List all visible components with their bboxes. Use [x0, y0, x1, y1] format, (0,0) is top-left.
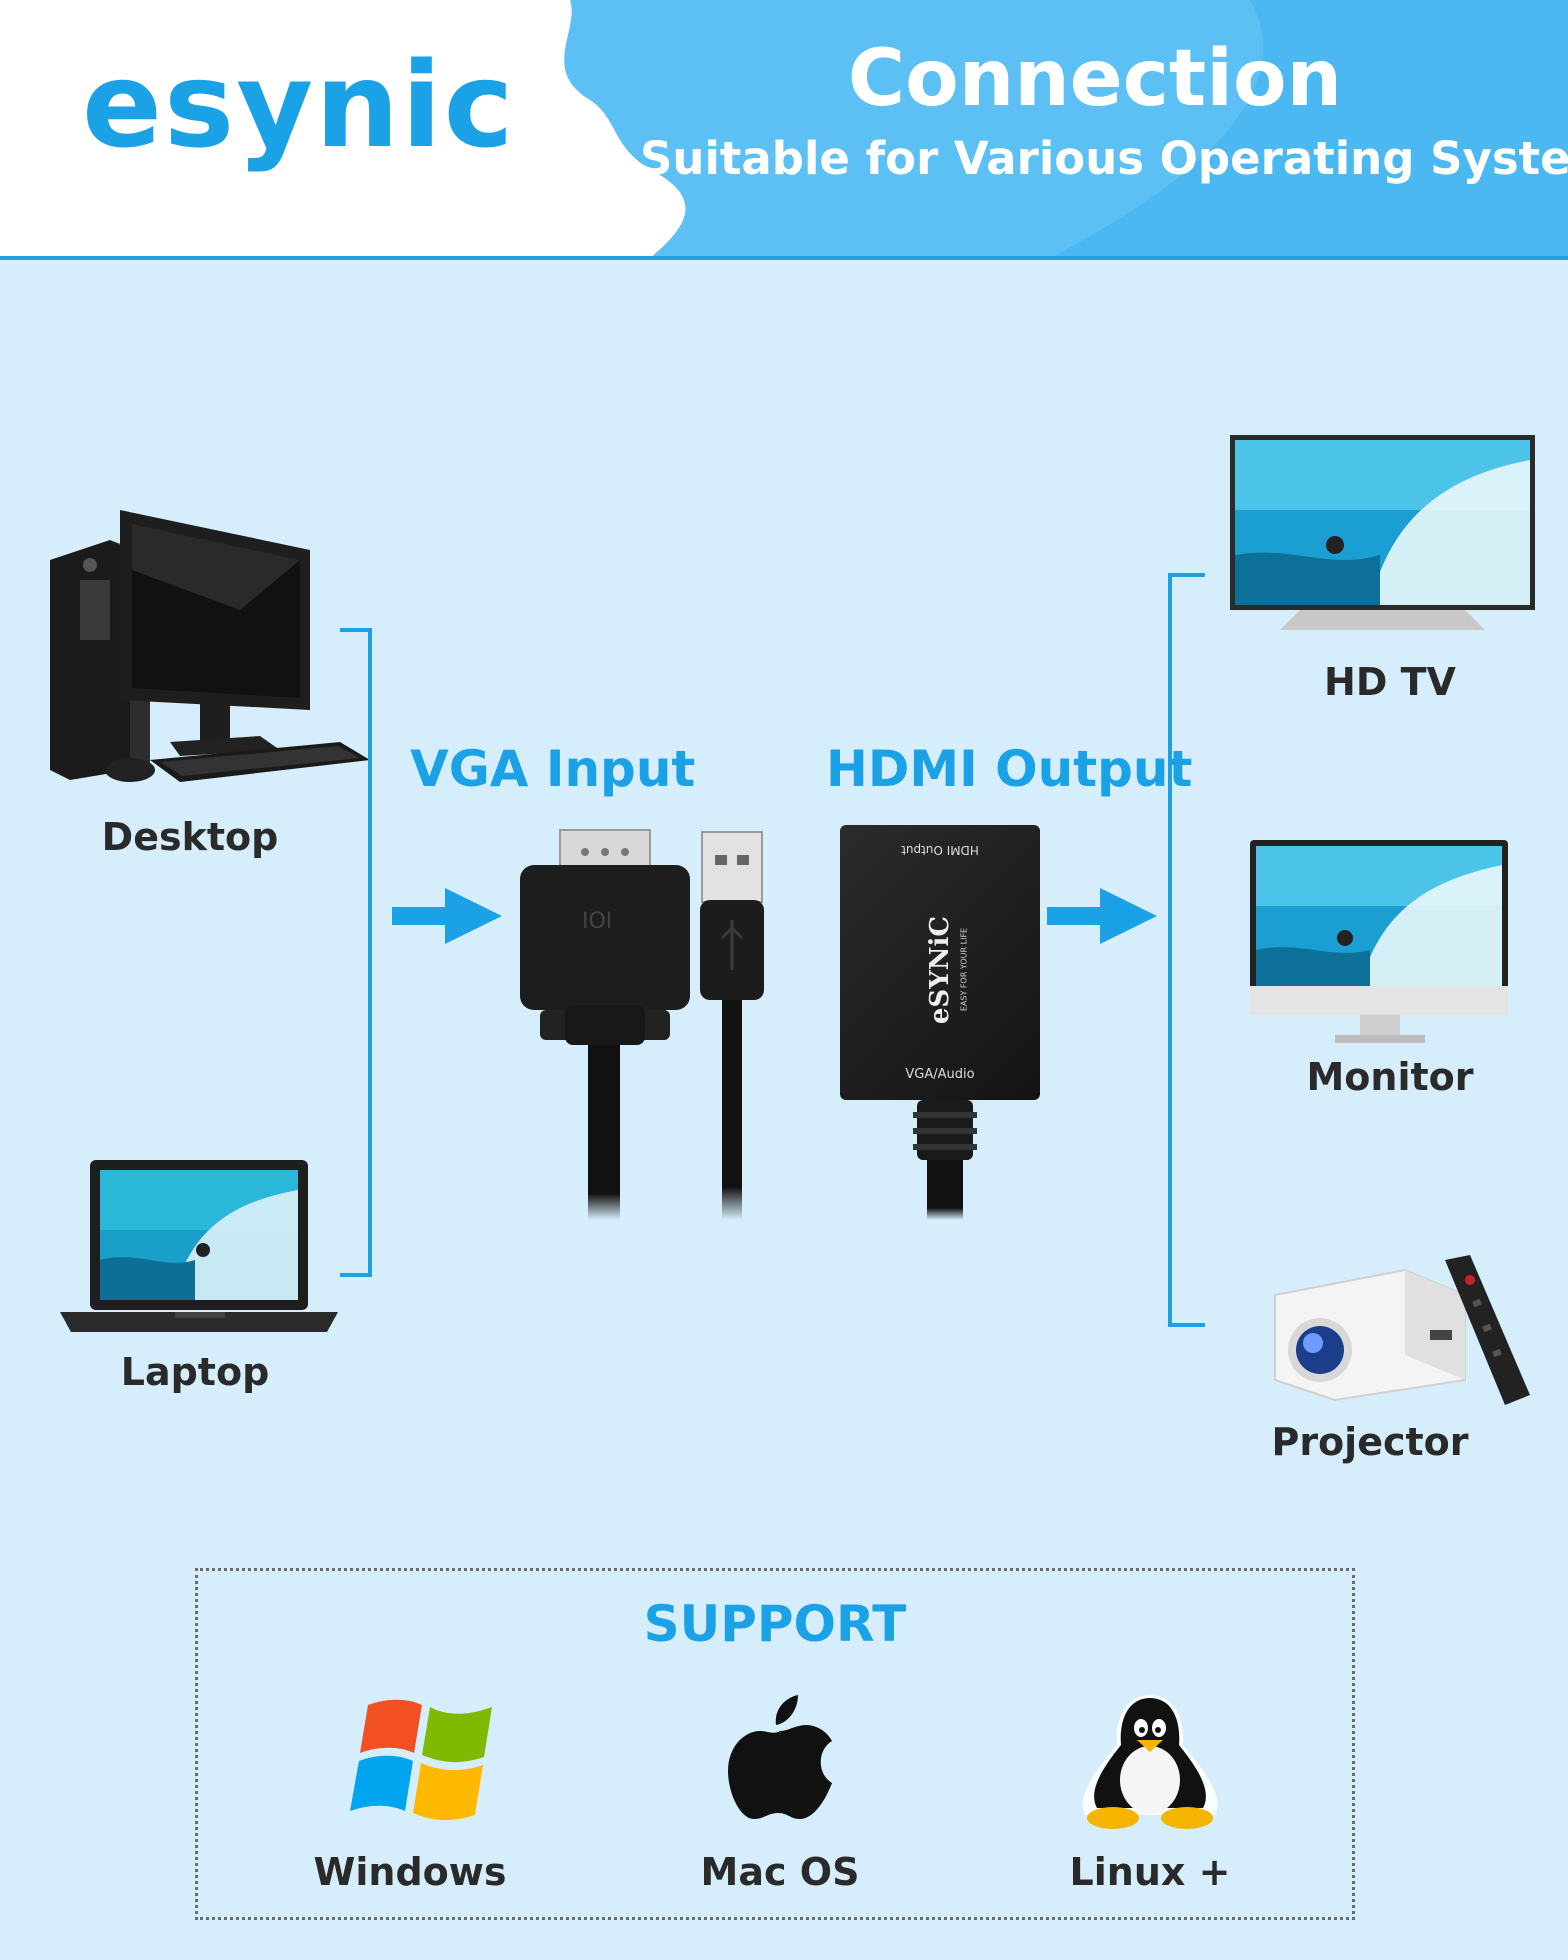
- brand-logo: esynic: [82, 36, 516, 174]
- header-title: Connection: [847, 34, 1343, 124]
- adapter-cable: [913, 1100, 977, 1220]
- laptop-label: Laptop: [120, 1350, 270, 1394]
- desktop-computer-icon: [40, 510, 380, 800]
- adapter-tagline: EASY FOR YOUR LIFE: [959, 927, 969, 1012]
- windows-label: Windows: [313, 1850, 507, 1894]
- laptop-icon: [55, 1160, 345, 1335]
- monitor-icon: [1250, 840, 1510, 1045]
- tv-icon: [1230, 435, 1535, 635]
- adapter-top-text: HDMI Output: [901, 843, 979, 857]
- output-bracket: [1168, 573, 1205, 1327]
- apple-logo-icon: [728, 1695, 833, 1820]
- desktop-label: Desktop: [101, 815, 279, 859]
- support-box: [195, 1568, 1355, 1920]
- projector-icon: [1255, 1255, 1535, 1415]
- hdmi-output-label: HDMI Output: [826, 740, 1193, 798]
- hdmi-adapter-device: HDMI Output eSYNiC EASY FOR YOUR LIFE VG…: [840, 825, 1040, 1100]
- input-bracket: [340, 628, 372, 1277]
- linux-penguin-icon: [1075, 1690, 1225, 1840]
- vga-usb-cable-icon: IOI: [510, 820, 780, 1220]
- svg-text:IOI: IOI: [582, 909, 612, 934]
- header-banner: [0, 0, 1568, 260]
- projector-label: Projector: [1271, 1420, 1469, 1464]
- support-title: SUPPORT: [643, 1595, 907, 1653]
- header-subtitle: Suitable for Various Operating Systems: [640, 132, 1568, 185]
- vga-input-label: VGA Input: [410, 740, 696, 798]
- adapter-brand: eSYNiC: [925, 915, 955, 1025]
- windows-logo-icon: [350, 1695, 500, 1825]
- output-arrow-icon: [1047, 888, 1157, 944]
- input-arrow-icon: [392, 888, 502, 944]
- adapter-bottom-text: VGA/Audio: [905, 1067, 975, 1082]
- mac-os-label: Mac OS: [700, 1850, 860, 1894]
- monitor-label: Monitor: [1306, 1055, 1474, 1099]
- hd-tv-label: HD TV: [1324, 660, 1456, 704]
- linux-label: Linux +: [1069, 1850, 1231, 1894]
- header-background: [0, 0, 1568, 260]
